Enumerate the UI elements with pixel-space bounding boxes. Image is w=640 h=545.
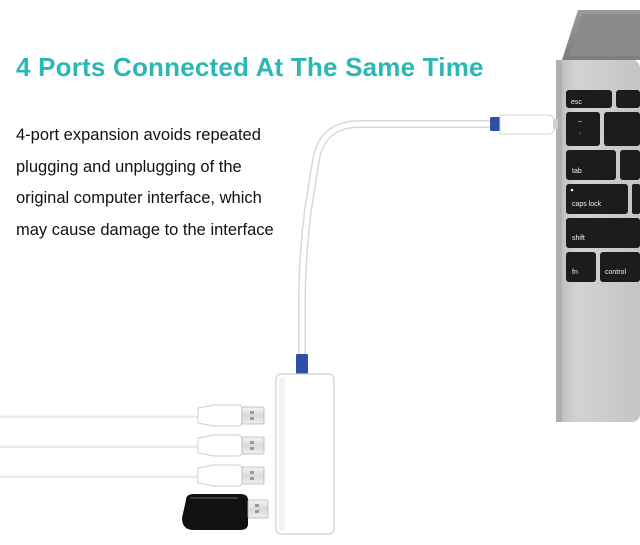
- key-caps-lock: [566, 184, 628, 214]
- description-line-2: plugging and unplugging of the: [16, 157, 242, 176]
- key-tilde: [566, 112, 600, 146]
- usb-a-cable-3: [0, 464, 265, 487]
- key-tab-label: tab: [572, 168, 582, 175]
- usb-a-cable-2: [0, 434, 265, 457]
- description-line-4: may cause damage to the interface: [16, 220, 274, 239]
- description-line-1: 4-port expansion avoids repeated: [16, 126, 261, 144]
- headline: 4 Ports Connected At The Same Time: [16, 52, 484, 82]
- key-control: [600, 252, 640, 282]
- key-fn: [566, 252, 596, 282]
- usb-hub: [275, 354, 335, 535]
- usb-flash-drive: [182, 494, 269, 530]
- main-cable: [298, 120, 498, 360]
- key-control-label: control: [605, 269, 626, 276]
- key-backtick-label: `: [579, 133, 581, 140]
- key-caps-lock-label: caps lock: [572, 201, 602, 208]
- key-fn-label: fn: [572, 269, 578, 276]
- key-esc-label: esc: [571, 99, 582, 106]
- key-shift: [566, 218, 640, 248]
- key-tab: [566, 150, 616, 180]
- key-tilde-label: ~: [578, 119, 582, 126]
- description-line-3: original computer interface, which: [16, 189, 262, 207]
- key-shift-label: shift: [572, 235, 585, 242]
- usb-c-connector: [490, 114, 558, 135]
- key-esc: [566, 90, 612, 108]
- description: 4-port expansion avoids repeated pluggin…: [16, 120, 316, 246]
- laptop-illustration: esc ~ ` tab caps lock shift fn control: [556, 10, 640, 422]
- usb-a-cable-1: [0, 404, 265, 427]
- keyboard: esc ~ ` tab caps lock shift fn control: [566, 90, 640, 282]
